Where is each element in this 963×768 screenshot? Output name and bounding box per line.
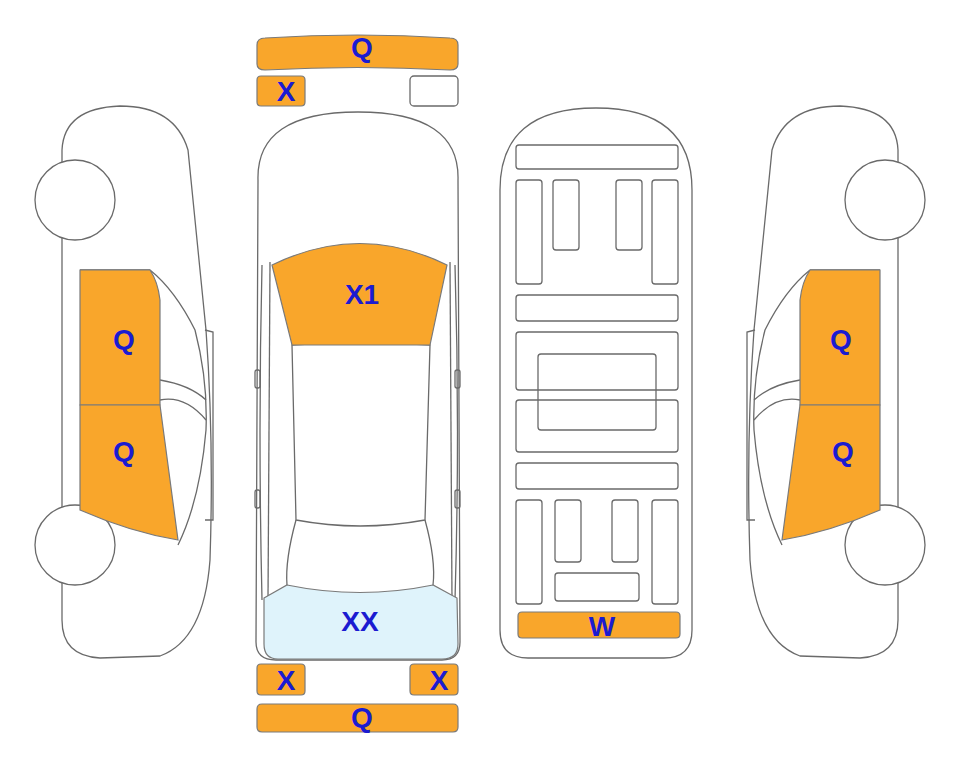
right-front-door: Q xyxy=(798,268,882,407)
damage-code: Q xyxy=(113,326,135,354)
damage-code: X xyxy=(430,667,449,695)
underbody-part: W xyxy=(517,611,681,639)
rear-light-part: X xyxy=(409,663,459,696)
damage-code: Q xyxy=(832,438,854,466)
rear-bumper: Q xyxy=(256,703,459,733)
left-front-door: Q xyxy=(78,268,162,407)
headlight-part: X xyxy=(256,75,306,107)
damage-code: Q xyxy=(351,704,373,732)
left-rear-door: Q xyxy=(78,403,178,542)
damage-code: Q xyxy=(113,438,135,466)
rear-light-part: X xyxy=(256,663,306,696)
damage-code: X xyxy=(277,667,296,695)
part-shape xyxy=(78,403,178,542)
damage-code: Q xyxy=(351,34,373,62)
damage-code: XX xyxy=(341,608,378,636)
right-rear-door: Q xyxy=(782,403,882,542)
windshield: X1 xyxy=(270,238,450,347)
rear-window: XX xyxy=(262,578,458,662)
damage-code: W xyxy=(589,613,615,641)
damage-code: Q xyxy=(830,326,852,354)
damage-code: X xyxy=(277,78,296,106)
front-bumper: Q xyxy=(255,32,460,72)
damage-code: X1 xyxy=(345,281,379,309)
part-shape xyxy=(782,403,882,542)
